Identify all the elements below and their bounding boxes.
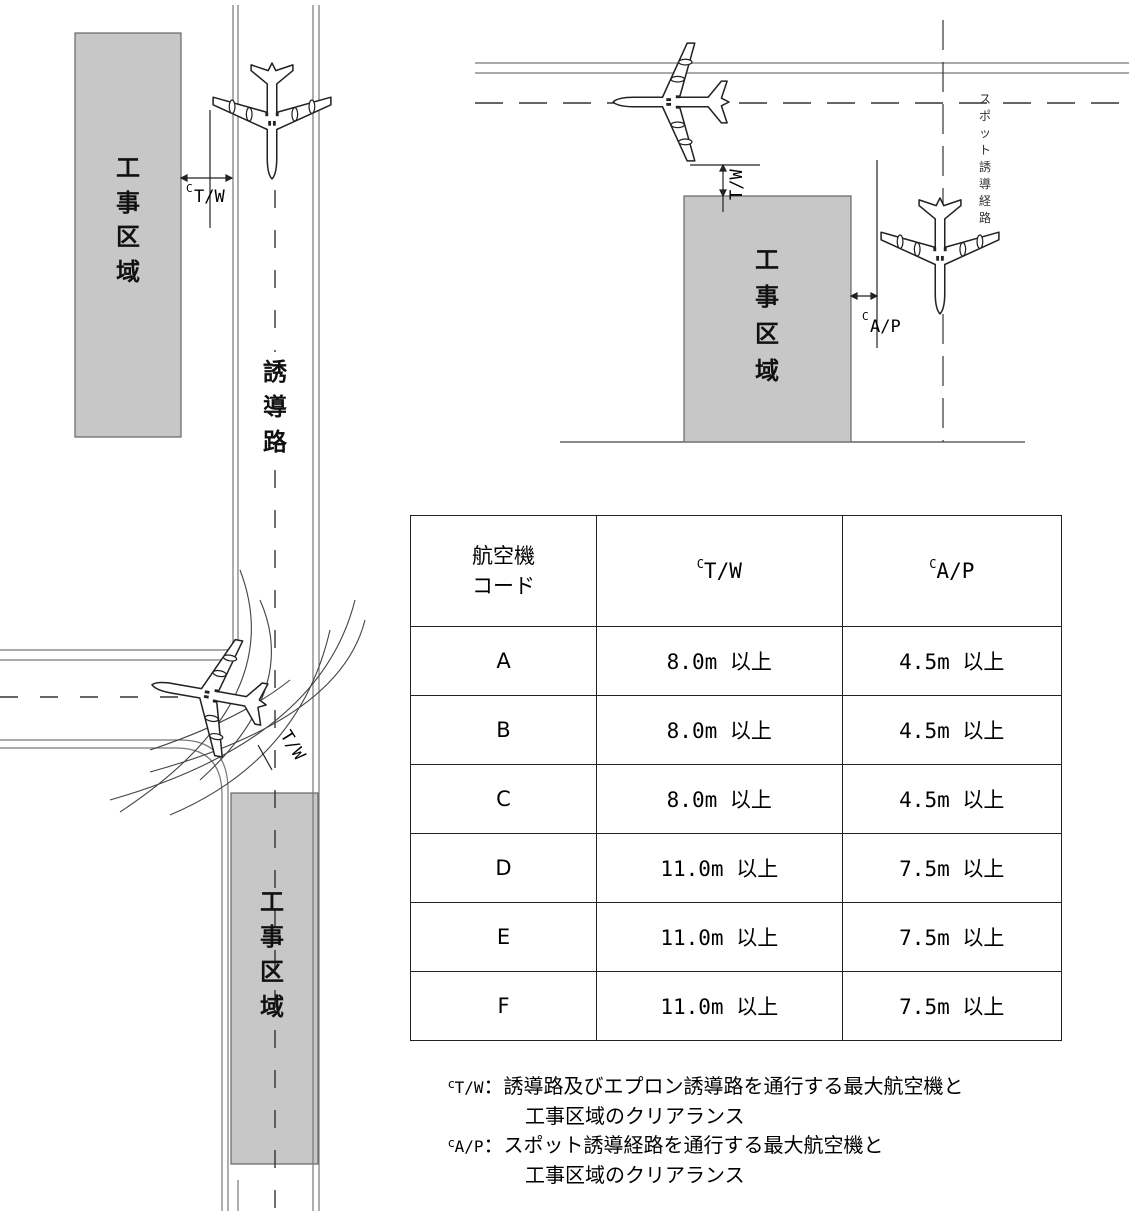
table-row: B 8.0m 以上 4.5m 以上	[410, 695, 1063, 765]
svg-text:事: 事	[260, 923, 284, 951]
svg-text:工: 工	[116, 154, 140, 182]
zone-label-lower-left: 工 事 区 域	[260, 888, 284, 1021]
table-row: E 11.0m 以上 7.5m 以上	[410, 902, 1063, 972]
svg-text:路: 路	[263, 428, 288, 456]
note-ctw: cT/W：誘導路及びエプロン誘導路を通行する最大航空機と	[448, 1074, 964, 1098]
svg-text:導: 導	[263, 393, 287, 421]
table-row: A 8.0m 以上 4.5m 以上	[410, 626, 1063, 696]
row-cap: 4.5m 以上	[841, 626, 1063, 696]
aircraft-turning	[141, 626, 278, 764]
zone-label-right: 工 事 区 域	[755, 246, 779, 385]
svg-text:ポ: ポ	[979, 109, 991, 123]
note-cap: cA/P：スポット誘導経路を通行する最大航空機と	[448, 1133, 884, 1157]
row-code: D	[410, 833, 597, 903]
note-ctw-cont: 工事区域のクリアランス	[525, 1104, 745, 1128]
construction-zone-right	[683, 195, 852, 443]
svg-text:経: 経	[979, 194, 991, 208]
cap-dimension	[849, 160, 879, 348]
table-header-row: 航空機 コード CT/W CA/P	[410, 515, 1063, 627]
spot-route-label: ス ポ ッ ト 誘 導 経 路	[979, 92, 991, 225]
table-row: C 8.0m 以上 4.5m 以上	[410, 764, 1063, 834]
svg-text:区: 区	[116, 223, 140, 251]
svg-text:域: 域	[116, 258, 140, 286]
row-code: A	[410, 626, 597, 696]
ctw-dimension-right	[690, 163, 760, 212]
note-cap-cont: 工事区域のクリアランス	[525, 1163, 745, 1187]
row-ctw: 11.0m 以上	[596, 971, 843, 1041]
svg-text:工: 工	[260, 888, 284, 916]
ctw-dimension-turn	[257, 744, 273, 771]
row-code: B	[410, 695, 597, 765]
apron-taxiway-edges	[475, 62, 1129, 74]
cap-label-main: A/P	[870, 317, 901, 337]
construction-zone-lower-left	[230, 792, 319, 1165]
svg-text:ト: ト	[979, 143, 991, 157]
row-code: C	[410, 764, 597, 834]
turning-paths	[109, 569, 366, 816]
header-aircraft-code: 航空機 コード	[410, 515, 597, 627]
svg-text:誘: 誘	[263, 358, 288, 386]
ctw-label-super: C	[186, 182, 193, 195]
row-cap: 7.5m 以上	[841, 902, 1063, 972]
svg-text:域: 域	[755, 357, 779, 385]
row-cap: 4.5m 以上	[841, 695, 1063, 765]
zone-label-upper-left: 工 事 区 域	[116, 154, 140, 286]
svg-text:ス: ス	[979, 92, 991, 106]
row-cap: 7.5m 以上	[841, 833, 1063, 903]
row-ctw: 11.0m 以上	[596, 833, 843, 903]
row-ctw: 8.0m 以上	[596, 626, 843, 696]
row-code: F	[410, 971, 597, 1041]
ctw-label-right: T/W	[727, 169, 747, 200]
header-ctw: CT/W	[596, 515, 843, 627]
svg-text:路: 路	[979, 210, 991, 225]
clearance-table: 航空機 コード CT/W CA/P A 8.0m 以上 4.5m 以上 B 8.…	[410, 515, 1063, 1041]
svg-text:導: 導	[979, 177, 991, 191]
cap-label-super: C	[862, 310, 869, 323]
row-cap: 7.5m 以上	[841, 971, 1063, 1041]
svg-text:ッ: ッ	[979, 126, 991, 140]
ctw-dimension-upper	[179, 110, 234, 228]
svg-text:工: 工	[755, 246, 779, 274]
svg-text:誘: 誘	[979, 160, 991, 174]
svg-text:区: 区	[755, 320, 779, 348]
header-cap: CA/P	[841, 515, 1063, 627]
ctw-label-main: T/W	[194, 187, 225, 207]
notes: cT/W：誘導路及びエプロン誘導路を通行する最大航空機と 工事区域のクリアランス…	[448, 1072, 964, 1190]
row-ctw: 8.0m 以上	[596, 695, 843, 765]
ctw-label-turn: T/W	[276, 727, 310, 764]
svg-text:域: 域	[260, 993, 284, 1021]
aircraft-apron	[612, 42, 730, 162]
taxiway-label: 誘 導 路	[258, 352, 292, 462]
svg-text:事: 事	[755, 283, 779, 311]
table-row: F 11.0m 以上 7.5m 以上	[410, 971, 1063, 1041]
construction-zone-upper-left	[74, 32, 182, 438]
svg-text:事: 事	[116, 189, 140, 217]
svg-text:区: 区	[260, 958, 284, 986]
table-row: D 11.0m 以上 7.5m 以上	[410, 833, 1063, 903]
row-code: E	[410, 902, 597, 972]
row-cap: 4.5m 以上	[841, 764, 1063, 834]
row-ctw: 8.0m 以上	[596, 764, 843, 834]
row-ctw: 11.0m 以上	[596, 902, 843, 972]
